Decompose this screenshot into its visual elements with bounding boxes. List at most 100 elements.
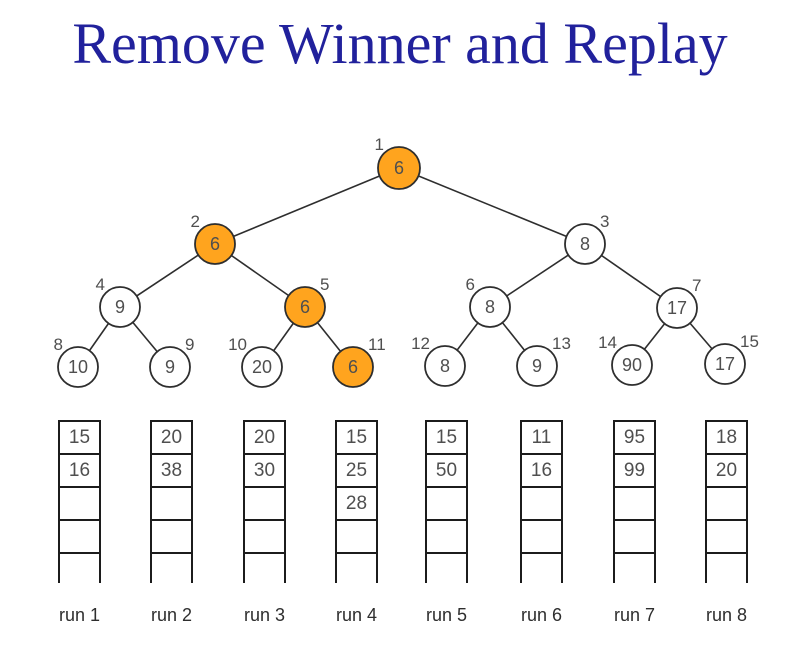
- tree-node-5: 65: [284, 275, 329, 328]
- tree-edge: [398, 167, 586, 245]
- page-title: Remove Winner and Replay: [72, 11, 728, 76]
- tree-node-circle: [656, 287, 698, 329]
- tree-node-circle-highlighted: [377, 146, 421, 190]
- run-cell-empty: [335, 519, 378, 554]
- tree-node-value: 17: [667, 298, 687, 318]
- tree-edge: [214, 167, 400, 245]
- tree-node-index: 11: [368, 335, 386, 354]
- run-label-8: run 8: [705, 605, 748, 625]
- tree-node-1: 61: [375, 135, 421, 190]
- run-cell-empty: [520, 552, 563, 583]
- run-cell-empty: [613, 486, 656, 521]
- run-label-4: run 4: [335, 605, 378, 625]
- tree-node-value: 10: [68, 357, 88, 377]
- run-cell-empty: [150, 552, 193, 583]
- run-cell-filled: 15: [425, 420, 468, 455]
- run-cell-filled: 95: [613, 420, 656, 455]
- tree-node-value: 17: [715, 354, 735, 374]
- tree-node-value: 8: [485, 297, 495, 317]
- tree-node-index: 7: [692, 276, 701, 295]
- run-cell-filled: 25: [335, 453, 378, 488]
- run-cell-empty: [243, 552, 286, 583]
- tree-node-index: 4: [96, 275, 105, 294]
- run-cell-filled: 38: [150, 453, 193, 488]
- tree-node-circle-highlighted: [332, 346, 374, 388]
- run-cell-filled: 50: [425, 453, 468, 488]
- run-cell-filled: 15: [335, 420, 378, 455]
- tree-node-circle-highlighted: [194, 223, 236, 265]
- run-cell-empty: [705, 486, 748, 521]
- tree-node-circle: [241, 346, 283, 388]
- tree-node-index: 14: [598, 333, 617, 352]
- run-cell-empty: [335, 552, 378, 583]
- tree-node-circle: [611, 344, 653, 386]
- tree-node-index: 6: [466, 275, 475, 294]
- run-cell-filled: 20: [705, 453, 748, 488]
- tree-node-circle-highlighted: [284, 286, 326, 328]
- tree-node-circle: [99, 286, 141, 328]
- run-cell-empty: [520, 486, 563, 521]
- tree-node-index: 5: [320, 275, 329, 294]
- run-label-2: run 2: [150, 605, 193, 625]
- run-cell-empty: [613, 552, 656, 583]
- run-cell-filled: 18: [705, 420, 748, 455]
- tree-node-value: 6: [300, 297, 310, 317]
- tree-node-7: 17 7: [656, 276, 701, 329]
- tree-node-index: 3: [600, 212, 609, 231]
- tree-node-index: 10: [228, 335, 247, 354]
- run-cell-filled: 20: [243, 420, 286, 455]
- tree-node-2: 62: [191, 212, 236, 265]
- tree-node-circle: [424, 345, 466, 387]
- run-cell-filled: 28: [335, 486, 378, 521]
- run-cell-filled: 99: [613, 453, 656, 488]
- run-cell-empty: [58, 552, 101, 583]
- run-label-6: run 6: [520, 605, 563, 625]
- tree-node-value: 9: [532, 356, 542, 376]
- tree-node-index: 15: [740, 332, 759, 351]
- run-cell-empty: [58, 486, 101, 521]
- tree-node-value: 6: [394, 158, 404, 178]
- tree-node-value: 9: [165, 357, 175, 377]
- tree-node-value: 6: [348, 357, 358, 377]
- tree-node-circle: [516, 345, 558, 387]
- tree-node-value: 8: [440, 356, 450, 376]
- tree-node-12: 8 12: [411, 334, 466, 387]
- tree-node-4: 94: [96, 275, 141, 328]
- run-cell-empty: [425, 519, 468, 554]
- run-cell-filled: 15: [58, 420, 101, 455]
- tree-node-circle: [564, 223, 606, 265]
- tree-node-circle: [149, 346, 191, 388]
- tree-node-13: 913: [516, 334, 571, 387]
- run-label-1: run 1: [58, 605, 101, 625]
- run-cell-empty: [58, 519, 101, 554]
- tree-node-6: 86: [466, 275, 511, 328]
- tree-node-11: 6 11: [332, 335, 386, 388]
- tournament-tree: 6162839465861771089920106118129139014171…: [54, 135, 759, 388]
- run-cell-empty: [425, 552, 468, 583]
- run-cell-empty: [150, 519, 193, 554]
- run-cell-empty: [705, 552, 748, 583]
- run-cell-empty: [705, 519, 748, 554]
- run-label-7: run 7: [613, 605, 656, 625]
- run-label-5: run 5: [425, 605, 468, 625]
- run-cell-empty: [613, 519, 656, 554]
- tree-node-value: 6: [210, 234, 220, 254]
- tree-node-index: 2: [191, 212, 200, 231]
- run-cell-filled: 11: [520, 420, 563, 455]
- tree-node-value: 20: [252, 357, 272, 377]
- run-cell-filled: 20: [150, 420, 193, 455]
- tree-node-9: 99: [149, 335, 194, 388]
- tree-node-index: 12: [411, 334, 430, 353]
- run-cell-filled: 16: [58, 453, 101, 488]
